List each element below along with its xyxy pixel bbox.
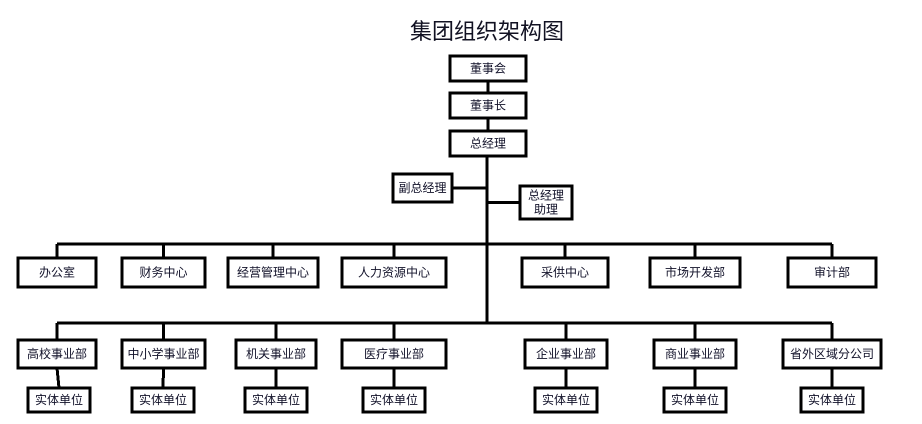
org-node-box-gm[interactable] xyxy=(448,129,528,158)
org-node-box-ent-5[interactable] xyxy=(533,386,599,414)
org-node-box-chairman[interactable] xyxy=(448,91,528,120)
org-node-deputy-gm[interactable]: 副总经理 xyxy=(391,172,454,204)
org-node-label-ent-1: 实体单位 xyxy=(35,392,83,407)
org-node-label-dept-6: 市场开发部 xyxy=(665,264,725,279)
org-node-label-bu-6: 商业事业部 xyxy=(665,346,725,361)
org-node-bu-3[interactable]: 机关事业部 xyxy=(234,338,318,370)
org-node-label-dept-4: 人力资源中心 xyxy=(358,264,430,279)
org-node-box-bu-6[interactable] xyxy=(652,338,738,370)
org-node-box-dept-2[interactable] xyxy=(120,256,207,289)
org-node-dept-4[interactable]: 人力资源中心 xyxy=(340,256,448,289)
org-node-box-ent-4[interactable] xyxy=(361,386,427,414)
org-node-box-bu-1[interactable] xyxy=(16,338,98,370)
org-node-box-dept-4[interactable] xyxy=(340,256,448,289)
org-node-box-dept-1[interactable] xyxy=(16,256,98,289)
connector-bu-1-ent-1 xyxy=(55,367,61,389)
org-node-box-dept-6[interactable] xyxy=(648,256,742,289)
org-node-box-gm-assistant[interactable] xyxy=(518,184,574,221)
org-node-box-dept-7[interactable] xyxy=(786,256,878,289)
org-node-dept-7[interactable]: 审计部 xyxy=(786,256,878,289)
org-node-box-bu-4[interactable] xyxy=(340,338,448,370)
org-node-label-deputy-gm: 副总经理 xyxy=(398,181,446,195)
connector-bu-2-ent-2 xyxy=(161,367,165,389)
org-node-box-bu-5[interactable] xyxy=(523,338,609,370)
org-node-bu-6[interactable]: 商业事业部 xyxy=(652,338,738,370)
org-node-board[interactable]: 董事会 xyxy=(448,54,528,83)
org-node-label-ent-7: 实体单位 xyxy=(808,392,856,407)
org-node-label-chairman: 董事长 xyxy=(470,98,506,112)
org-node-ent-5[interactable]: 实体单位 xyxy=(533,386,599,414)
org-node-label-ent-4: 实体单位 xyxy=(370,392,418,407)
org-node-label-bu-5: 企业事业部 xyxy=(536,346,596,361)
org-node-ent-2[interactable]: 实体单位 xyxy=(130,386,196,414)
org-node-box-dept-3[interactable] xyxy=(226,256,320,289)
org-node-label-dept-3: 经营管理中心 xyxy=(237,264,309,279)
org-node-ent-1[interactable]: 实体单位 xyxy=(26,386,92,414)
org-node-label-board: 董事会 xyxy=(470,61,506,75)
org-node-bu-5[interactable]: 企业事业部 xyxy=(523,338,609,370)
org-node-box-ent-6[interactable] xyxy=(662,386,728,414)
org-node-dept-2[interactable]: 财务中心 xyxy=(120,256,207,289)
org-node-label-dept-2: 财务中心 xyxy=(139,264,187,279)
org-node-chairman[interactable]: 董事长 xyxy=(448,91,528,120)
org-node-ent-6[interactable]: 实体单位 xyxy=(662,386,728,414)
org-node-label-bu-4: 医疗事业部 xyxy=(364,346,424,361)
org-node-bu-1[interactable]: 高校事业部 xyxy=(16,338,98,370)
org-node-dept-3[interactable]: 经营管理中心 xyxy=(226,256,320,289)
org-node-bu-2[interactable]: 中小学事业部 xyxy=(120,338,207,370)
org-node-label-bu-3: 机关事业部 xyxy=(246,346,306,361)
org-node-ent-3[interactable]: 实体单位 xyxy=(243,386,309,414)
org-node-box-board[interactable] xyxy=(448,54,528,83)
org-node-gm[interactable]: 总经理 xyxy=(448,129,528,158)
org-node-box-ent-7[interactable] xyxy=(799,386,865,414)
org-node-box-bu-3[interactable] xyxy=(234,338,318,370)
org-node-label-dept-1: 办公室 xyxy=(39,264,75,279)
org-node-box-bu-7[interactable] xyxy=(781,338,883,370)
org-node-box-bu-2[interactable] xyxy=(120,338,207,370)
org-node-label-bu-1: 高校事业部 xyxy=(27,346,87,361)
org-node-label-ent-5: 实体单位 xyxy=(542,392,590,407)
org-node-label-ent-2: 实体单位 xyxy=(139,392,187,407)
org-node-label-ent-6: 实体单位 xyxy=(671,392,719,407)
org-node-gm-assistant[interactable]: 总经理助理 xyxy=(518,184,574,221)
org-node-label-ent-3: 实体单位 xyxy=(252,392,300,407)
org-node-box-ent-2[interactable] xyxy=(130,386,196,414)
org-node-ent-7[interactable]: 实体单位 xyxy=(799,386,865,414)
org-node-label-gm: 总经理 xyxy=(470,136,506,150)
org-node-box-deputy-gm[interactable] xyxy=(391,172,454,204)
org-node-box-ent-3[interactable] xyxy=(243,386,309,414)
page-title: 集团组织架构图 xyxy=(410,20,564,45)
org-node-ent-4[interactable]: 实体单位 xyxy=(361,386,427,414)
org-node-dept-1[interactable]: 办公室 xyxy=(16,256,98,289)
org-node-dept-5[interactable]: 采供中心 xyxy=(520,256,610,289)
org-node-bu-7[interactable]: 省外区域分公司 xyxy=(781,338,883,370)
org-node-label-bu-2: 中小学事业部 xyxy=(127,346,199,361)
org-node-dept-6[interactable]: 市场开发部 xyxy=(648,256,742,289)
connectors-layer xyxy=(55,81,834,389)
org-node-box-dept-5[interactable] xyxy=(520,256,610,289)
org-node-label-dept-5: 采供中心 xyxy=(541,264,589,279)
org-node-box-ent-1[interactable] xyxy=(26,386,92,414)
org-node-label-dept-7: 审计部 xyxy=(814,264,850,279)
org-node-label-bu-7: 省外区域分公司 xyxy=(790,347,874,361)
org-node-bu-4[interactable]: 医疗事业部 xyxy=(340,338,448,370)
org-node-label-gm-assistant: 总经理助理 xyxy=(528,188,564,216)
